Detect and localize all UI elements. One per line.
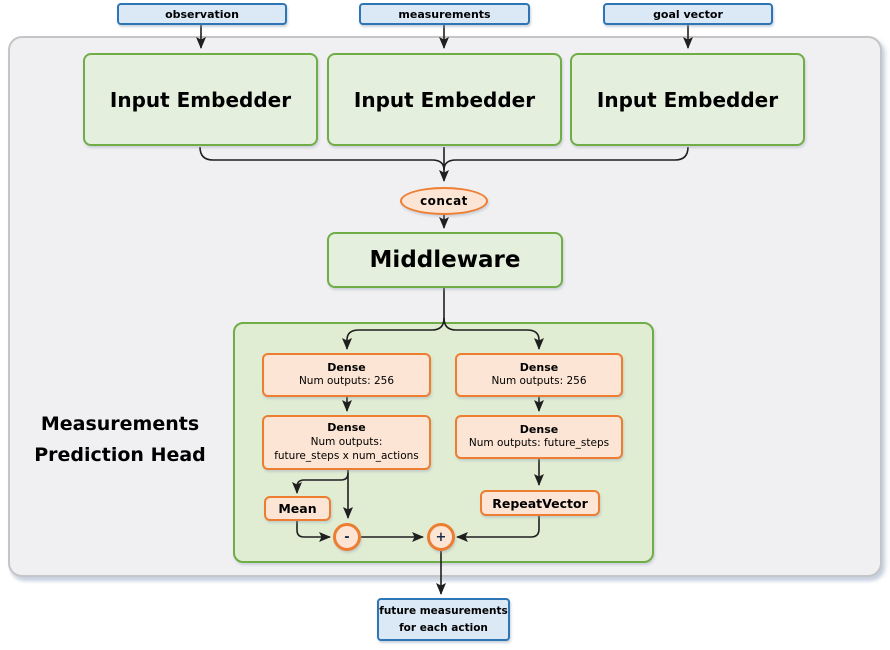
input-embedder-label: Input Embedder xyxy=(596,87,779,112)
input-embedder-goal-vector: Input Embedder xyxy=(570,53,805,146)
dense-title: Dense xyxy=(327,421,366,435)
repeat-vector-label: RepeatVector xyxy=(492,495,588,511)
dense-outputs: Num outputs: 256 xyxy=(298,375,395,388)
mean-block: Mean xyxy=(264,496,331,521)
goal-vector-label: goal vector xyxy=(653,7,723,21)
concat-node: concat xyxy=(400,187,488,215)
output-label: future measurements for each action xyxy=(377,598,510,641)
dense-left-bottom: Dense Num outputs: future_steps x num_ac… xyxy=(262,415,431,470)
add-node: + xyxy=(427,523,455,551)
subtract-label: - xyxy=(344,529,350,545)
input-label-observation: observation xyxy=(117,3,287,25)
middleware-label: Middleware xyxy=(369,247,521,273)
input-label-measurements: measurements xyxy=(359,3,530,25)
dense-title: Dense xyxy=(519,422,559,436)
mean-label: Mean xyxy=(278,501,317,516)
subtract-node: - xyxy=(333,523,361,551)
observation-label: observation xyxy=(165,7,239,21)
measurements-label: measurements xyxy=(398,7,491,21)
concat-label: concat xyxy=(420,194,468,208)
input-embedder-measurements: Input Embedder xyxy=(327,53,562,146)
repeat-vector-block: RepeatVector xyxy=(480,490,600,516)
dense-outputs: Num outputs: xyxy=(310,435,383,448)
input-embedder-label: Input Embedder xyxy=(109,87,292,112)
dense-title: Dense xyxy=(327,360,366,374)
output-label-line1: future measurements xyxy=(379,605,508,618)
dense-right-top: Dense Num outputs: 256 xyxy=(455,353,623,397)
dense-outputs: Num outputs: future_steps xyxy=(468,437,610,450)
output-label-line2: for each action xyxy=(399,621,488,634)
dense-outputs-detail: future_steps x num_actions xyxy=(274,449,419,462)
dense-title: Dense xyxy=(519,360,559,374)
dense-left-top: Dense Num outputs: 256 xyxy=(262,353,431,397)
add-label: + xyxy=(435,529,447,545)
input-embedder-label: Input Embedder xyxy=(353,87,536,112)
middleware-block: Middleware xyxy=(327,232,563,288)
dense-outputs: Num outputs: 256 xyxy=(491,375,587,388)
dense-right-bottom: Dense Num outputs: future_steps xyxy=(455,415,623,459)
input-label-goal-vector: goal vector xyxy=(603,3,773,25)
prediction-head-title: Measurements Prediction Head xyxy=(34,413,206,466)
input-embedder-observation: Input Embedder xyxy=(83,53,318,146)
